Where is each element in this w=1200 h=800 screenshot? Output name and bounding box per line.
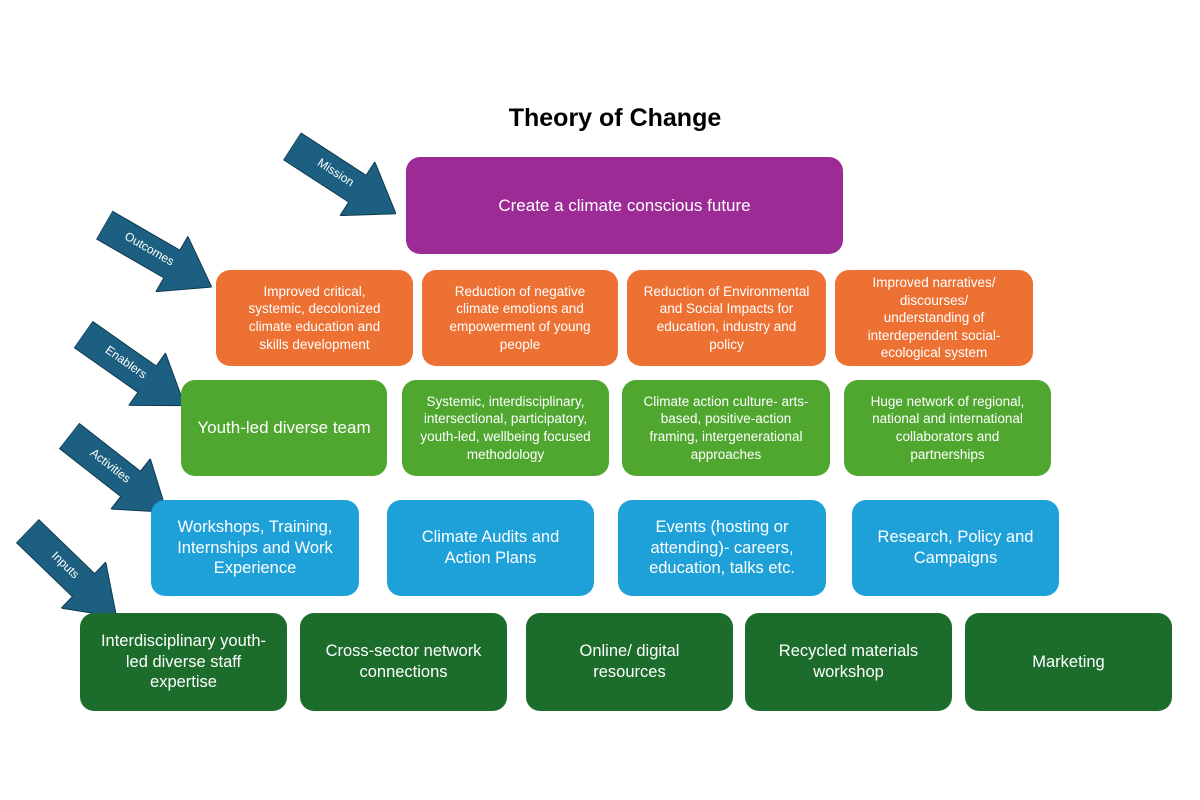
diagram-title: Theory of Change bbox=[508, 104, 722, 132]
activity-box: Research, Policy and Campaigns bbox=[852, 500, 1059, 596]
outcome-box: Improved narratives/ discourses/ underst… bbox=[835, 270, 1033, 366]
enabler-box: Systemic, interdisciplinary, intersectio… bbox=[402, 380, 609, 476]
arrow-icon bbox=[95, 210, 213, 293]
input-box: Interdisciplinary youth-led diverse staf… bbox=[80, 613, 287, 711]
enabler-box: Youth-led diverse team bbox=[181, 380, 387, 476]
mission-arrow: Mission bbox=[275, 119, 414, 240]
outcomes-arrow: Outcomes bbox=[88, 197, 227, 314]
outcome-box: Reduction of Environmental and Social Im… bbox=[627, 270, 826, 366]
enabler-box: Huge network of regional, national and i… bbox=[844, 380, 1051, 476]
input-box: Marketing bbox=[965, 613, 1172, 711]
arrow-icon bbox=[58, 422, 168, 513]
input-box: Cross-sector network connections bbox=[300, 613, 507, 711]
activities-arrow: Activities bbox=[49, 411, 186, 538]
activity-box: Workshops, Training, Internships and Wor… bbox=[151, 500, 359, 596]
enabler-box: Climate action culture- arts-based, posi… bbox=[622, 380, 830, 476]
input-box: Online/ digital resources bbox=[526, 613, 733, 711]
inputs-arrow: Inputs bbox=[5, 508, 139, 640]
outcome-box: Reduction of negative climate emotions a… bbox=[422, 270, 618, 366]
arrow-icon bbox=[73, 320, 186, 407]
arrow-icon bbox=[282, 132, 397, 217]
mission-box: Create a climate conscious future bbox=[406, 157, 843, 254]
outcome-box: Improved critical, systemic, decolonized… bbox=[216, 270, 413, 366]
arrow-icon bbox=[15, 518, 118, 618]
input-box: Recycled materials workshop bbox=[745, 613, 952, 711]
activity-box: Events (hosting or attending)- careers, … bbox=[618, 500, 826, 596]
activity-box: Climate Audits and Action Plans bbox=[387, 500, 594, 596]
enablers-arrow: Enablers bbox=[65, 308, 203, 432]
